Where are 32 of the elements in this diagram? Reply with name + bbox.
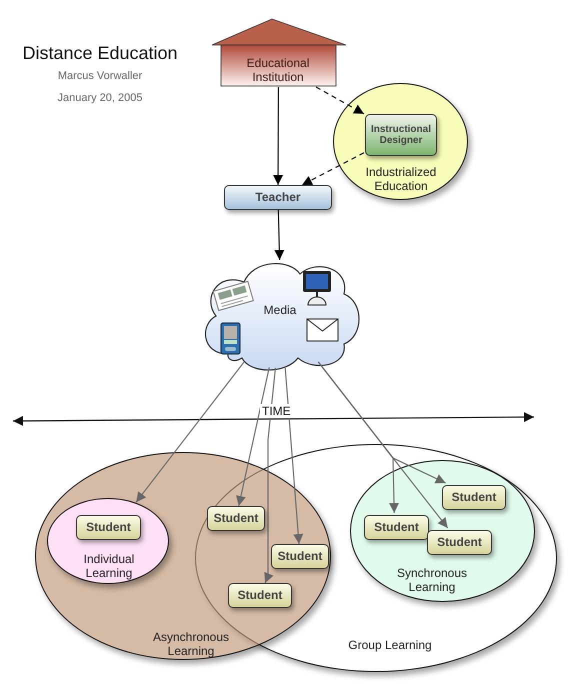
arrow <box>264 368 276 584</box>
arrow <box>273 87 284 185</box>
axis-label: TIME <box>260 404 293 418</box>
arrow <box>318 362 448 528</box>
diagram-title: Distance Education <box>21 43 179 64</box>
house-shape <box>212 18 346 87</box>
arrow <box>236 367 270 506</box>
arrow <box>316 86 364 114</box>
group-ellipse <box>333 83 468 200</box>
ellipse-label: Individual Learning <box>82 552 136 581</box>
student-box: Student <box>76 515 141 540</box>
ellipse-label: Group Learning <box>347 638 433 652</box>
student-box: Student <box>228 583 292 608</box>
author-name: Marcus Vorwaller <box>56 70 144 84</box>
arrow <box>136 362 244 503</box>
arrow <box>284 368 304 544</box>
ellipse-label: Asynchronous Learning <box>152 630 230 659</box>
student-box: Student <box>442 485 506 510</box>
arrow <box>274 210 284 260</box>
student-box: Student <box>207 506 265 531</box>
role-box: Teacher <box>224 185 332 210</box>
student-box: Student <box>271 544 329 569</box>
cloud-label: Media <box>262 303 298 318</box>
ellipse-label: Industrialized Education <box>364 165 438 194</box>
student-box: Student <box>364 515 429 540</box>
role-box: Instructional Designer <box>365 114 437 156</box>
student-box: Student <box>427 530 492 555</box>
house-label: Educational Institution <box>246 56 310 85</box>
arrow <box>302 152 364 186</box>
group-ellipse <box>47 498 169 584</box>
ellipse-label: Synchronous Learning <box>396 566 468 595</box>
date-text: January 20, 2005 <box>56 92 144 106</box>
